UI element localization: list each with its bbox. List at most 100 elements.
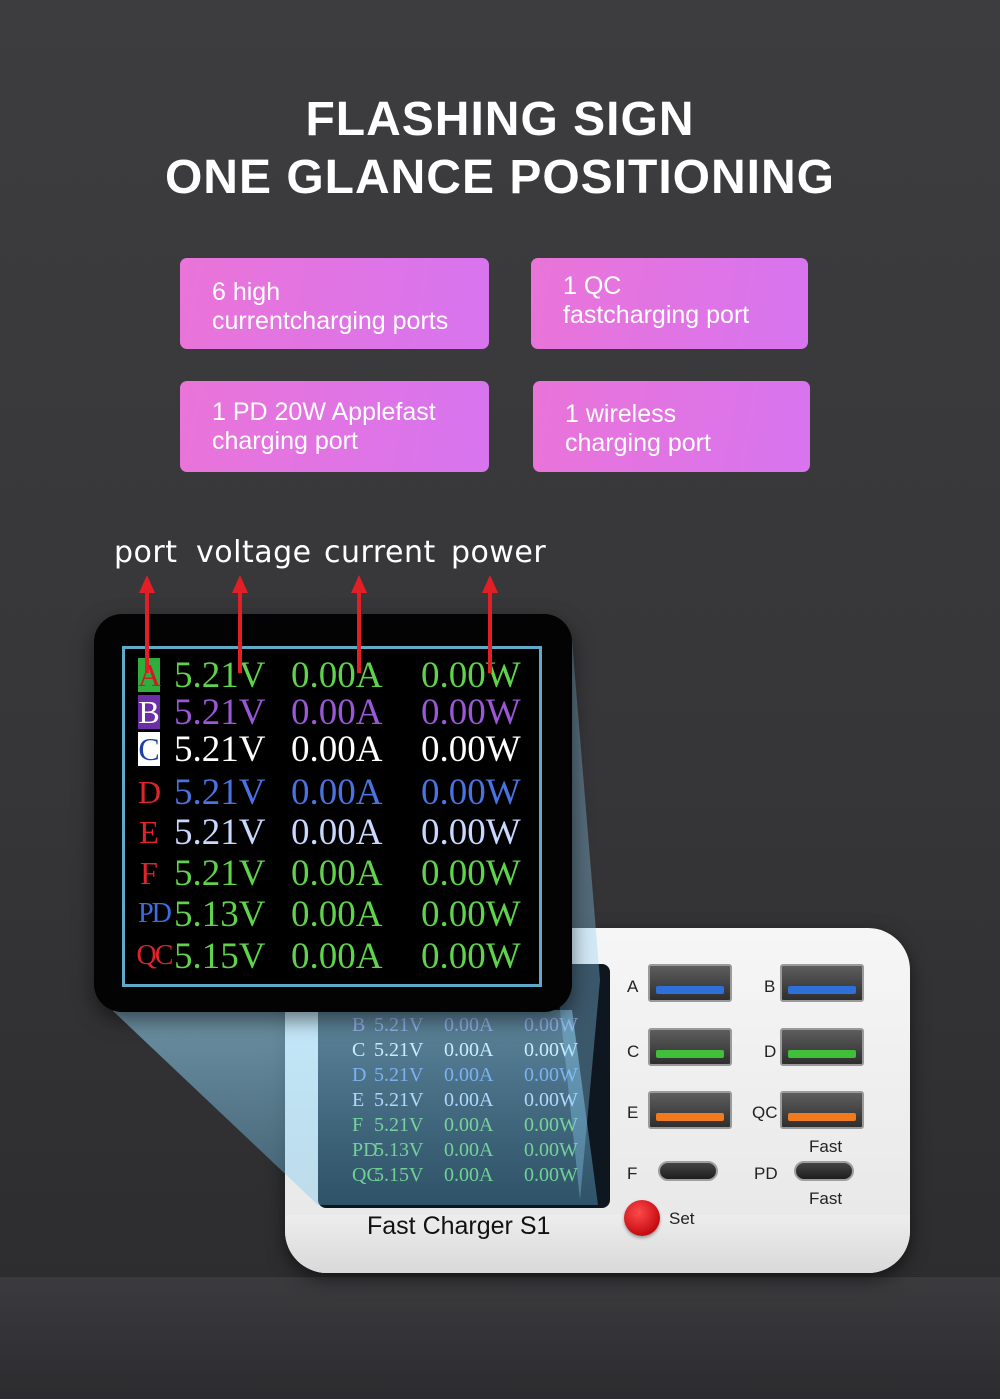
usb-port-b[interactable]: [780, 964, 864, 1002]
display-screen: [122, 646, 542, 987]
charger-front-panel: [285, 1215, 910, 1273]
set-button[interactable]: [624, 1200, 660, 1236]
voltage-value: 5.21V: [174, 812, 266, 853]
headline-line-1: FLASHING SIGN: [305, 93, 695, 146]
port-letter: PD: [352, 1139, 378, 1161]
port-letter: B: [352, 1014, 366, 1036]
current-value: 0.00A: [291, 772, 383, 813]
port-note-qc-fast: Fast: [809, 1137, 843, 1156]
feature-badge-wireless: 1 wireless charging port: [533, 381, 810, 472]
usb-port-qc[interactable]: [780, 1091, 864, 1129]
voltage-value: 5.21V: [374, 1089, 424, 1111]
feature-badge-pd-port: 1 PD 20W Applefast charging port: [180, 381, 489, 472]
current-value: 0.00A: [291, 655, 383, 696]
power-value: 0.00W: [524, 1114, 578, 1136]
current-value: 0.00A: [444, 1089, 494, 1111]
feature-badge-line: 6 high: [212, 278, 281, 306]
usb-port-c[interactable]: [648, 1028, 732, 1066]
feature-badge-line: 1 PD 20W Applefast: [212, 398, 436, 426]
port-letter: B: [138, 694, 160, 730]
voltage-value: 5.15V: [174, 936, 266, 977]
current-value: 0.00A: [291, 936, 383, 977]
port-label-e: E: [627, 1103, 639, 1122]
port-label-b: B: [764, 977, 776, 996]
current-value: 0.00A: [291, 692, 383, 733]
port-letter: A: [138, 657, 162, 693]
power-value: 0.00W: [524, 1014, 578, 1036]
legend-label-voltage: voltage: [196, 535, 312, 570]
port-letter: QC: [352, 1164, 380, 1186]
feature-badge-line: fastcharging port: [563, 301, 750, 329]
feature-badge-line: charging port: [565, 429, 711, 457]
port-label-a: A: [627, 977, 639, 996]
magnified-display: [94, 614, 572, 1012]
port-label-c: C: [627, 1042, 640, 1061]
current-value: 0.00A: [291, 894, 383, 935]
power-value: 0.00W: [421, 853, 521, 894]
headline-line-2: ONE GLANCE POSITIONING: [164, 151, 836, 204]
arrow-port-icon: [139, 575, 155, 673]
port-letter: C: [352, 1039, 366, 1061]
voltage-value: 5.21V: [174, 772, 266, 813]
charger-screen-row: PD5.13V 0.00A 0.00W: [352, 1139, 578, 1162]
power-value: 0.00W: [524, 1089, 578, 1111]
current-value: 0.00A: [444, 1164, 494, 1186]
current-value: 0.00A: [291, 729, 383, 770]
charger-screen-row: D 5.21V 0.00A 0.00W: [352, 1064, 578, 1087]
port-letter: D: [352, 1064, 367, 1086]
current-value: 0.00A: [291, 812, 383, 853]
voltage-value: 5.21V: [374, 1014, 424, 1036]
current-value: 0.00A: [444, 1114, 494, 1136]
set-button-label: Set: [669, 1209, 695, 1228]
port-label-pd: PD: [754, 1164, 778, 1183]
usb-c-port-pd[interactable]: [794, 1161, 854, 1181]
arrow-voltage-icon: [232, 575, 248, 673]
port-letter: F: [140, 855, 158, 891]
arrow-power-icon: [482, 575, 498, 673]
usb-c-port-f[interactable]: [658, 1161, 718, 1181]
port-letter: F: [352, 1114, 364, 1136]
usb-port-a[interactable]: [648, 964, 732, 1002]
current-value: 0.00A: [444, 1039, 494, 1061]
voltage-value: 5.21V: [374, 1064, 424, 1086]
current-value: 0.00A: [444, 1064, 494, 1086]
legend-label-power: power: [451, 535, 547, 570]
charger-screen-row: E 5.21V 0.00A 0.00W: [352, 1089, 578, 1112]
feature-badge-line: charging port: [212, 427, 358, 455]
voltage-value: 5.21V: [374, 1114, 424, 1136]
port-letter: E: [352, 1089, 365, 1111]
port-label-qc: QC: [752, 1103, 778, 1122]
legend-label-port: port: [114, 535, 178, 570]
power-value: 0.00W: [421, 772, 521, 813]
charger-model-name: Fast Charger S1: [367, 1212, 551, 1240]
power-value: 0.00W: [524, 1164, 578, 1186]
power-value: 0.00W: [421, 812, 521, 853]
feature-badge-line: 1 wireless: [565, 400, 677, 428]
feature-badge-line: currentcharging ports: [212, 307, 449, 335]
port-label-d: D: [764, 1042, 777, 1061]
charger-screen-row: C 5.21V 0.00A 0.00W: [352, 1039, 578, 1062]
voltage-value: 5.13V: [374, 1139, 424, 1161]
power-value: 0.00W: [524, 1039, 578, 1061]
voltage-value: 5.13V: [174, 894, 266, 935]
current-value: 0.00A: [444, 1139, 494, 1161]
power-value: 0.00W: [421, 655, 521, 696]
port-letter: QC: [136, 940, 174, 971]
voltage-value: 5.21V: [174, 655, 266, 696]
voltage-value: 5.21V: [174, 729, 266, 770]
usb-port-e[interactable]: [648, 1091, 732, 1129]
power-value: 0.00W: [421, 936, 521, 977]
power-value: 0.00W: [421, 894, 521, 935]
power-value: 0.00W: [524, 1139, 578, 1161]
usb-port-d[interactable]: [780, 1028, 864, 1066]
power-value: 0.00W: [524, 1064, 578, 1086]
port-letter: C: [138, 731, 160, 767]
port-letter: PD: [138, 898, 172, 929]
port-note-pd-fast: Fast: [809, 1189, 843, 1208]
port-letter: E: [139, 814, 159, 850]
voltage-value: 5.21V: [374, 1039, 424, 1061]
port-letter: D: [138, 774, 162, 810]
current-value: 0.00A: [291, 853, 383, 894]
